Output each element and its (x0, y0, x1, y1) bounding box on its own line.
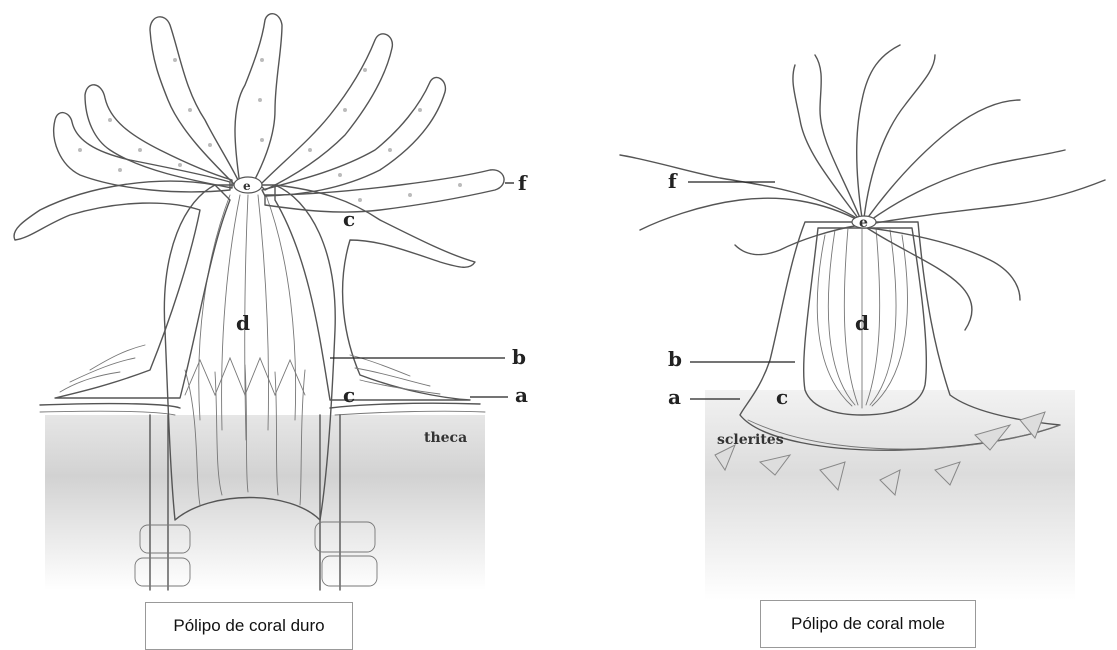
hard-coral-label-d: d (236, 311, 250, 335)
soft-coral-label-c: c (776, 385, 788, 409)
hard-coral-oral-disc-right (275, 185, 475, 400)
hard-coral-label-e: e (243, 179, 251, 193)
hard-coral-skeleton-shadow (45, 415, 485, 590)
hard-coral-scale-texture (60, 345, 440, 394)
soft-coral-label-f: f (668, 169, 678, 193)
hard-coral-tentacles (54, 14, 504, 212)
hard-coral-label-a: a (515, 383, 528, 407)
hard-coral-label-c-top: c (343, 207, 355, 231)
hard-coral-caption: Pólipo de coral duro (145, 602, 353, 650)
soft-coral-tentacles (620, 45, 1105, 330)
hard-coral-label-b: b (512, 345, 526, 369)
soft-coral-caption-text: Pólipo de coral mole (791, 614, 945, 634)
soft-coral-label-a: a (668, 385, 681, 409)
hard-coral-label-theca: theca (424, 430, 467, 446)
hard-coral-label-f: f (518, 171, 528, 195)
hard-coral-polyp: e f c d b c a theca (14, 14, 528, 590)
hard-coral-leader-lines (330, 183, 514, 397)
hard-coral-substrate (40, 403, 480, 408)
soft-coral-polyp: f e d b a c sclerites (620, 45, 1105, 600)
soft-coral-label-b: b (668, 347, 682, 371)
hard-coral-caption-text: Pólipo de coral duro (173, 616, 324, 636)
soft-coral-label-e: e (859, 215, 868, 231)
soft-coral-label-sclerites: sclerites (717, 432, 784, 448)
soft-coral-base-shadow (705, 390, 1075, 600)
soft-coral-caption: Pólipo de coral mole (760, 600, 976, 648)
soft-coral-leader-lines (688, 182, 795, 399)
soft-coral-label-d: d (855, 311, 869, 335)
hard-coral-label-c-bottom: c (343, 383, 355, 407)
